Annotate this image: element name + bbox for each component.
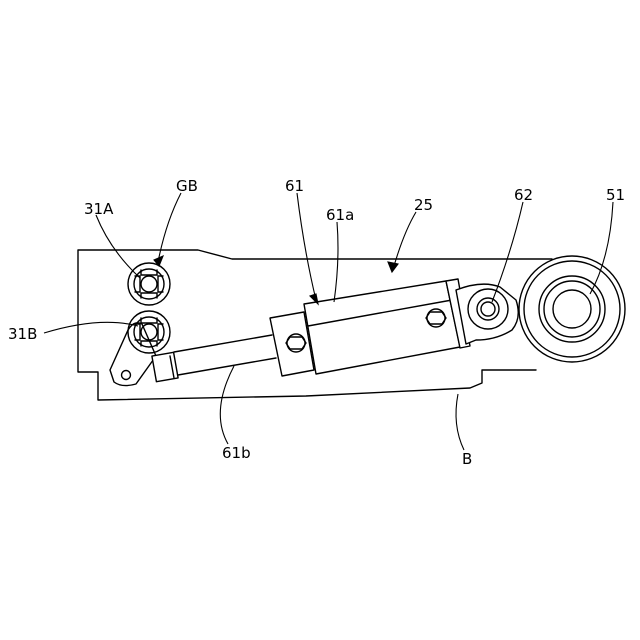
rod-61b [152,335,276,382]
label-31b: 31B [8,325,37,343]
link-arm [110,323,156,386]
label-25: 25 [414,196,433,214]
bearing-51 [519,256,625,362]
roller-31b [128,311,170,353]
clevis-bracket [456,284,518,344]
label-31a: 31A [84,200,114,218]
label-61b: 61b [222,444,251,462]
label-62: 62 [514,186,533,204]
label-61: 61 [285,177,304,195]
roller-31a [128,263,170,305]
label-gb: GB [176,177,198,195]
label-61a: 61a [326,206,354,224]
label-b: B [462,450,472,468]
label-51: 51 [606,186,625,204]
cylinder-61 [270,279,470,376]
